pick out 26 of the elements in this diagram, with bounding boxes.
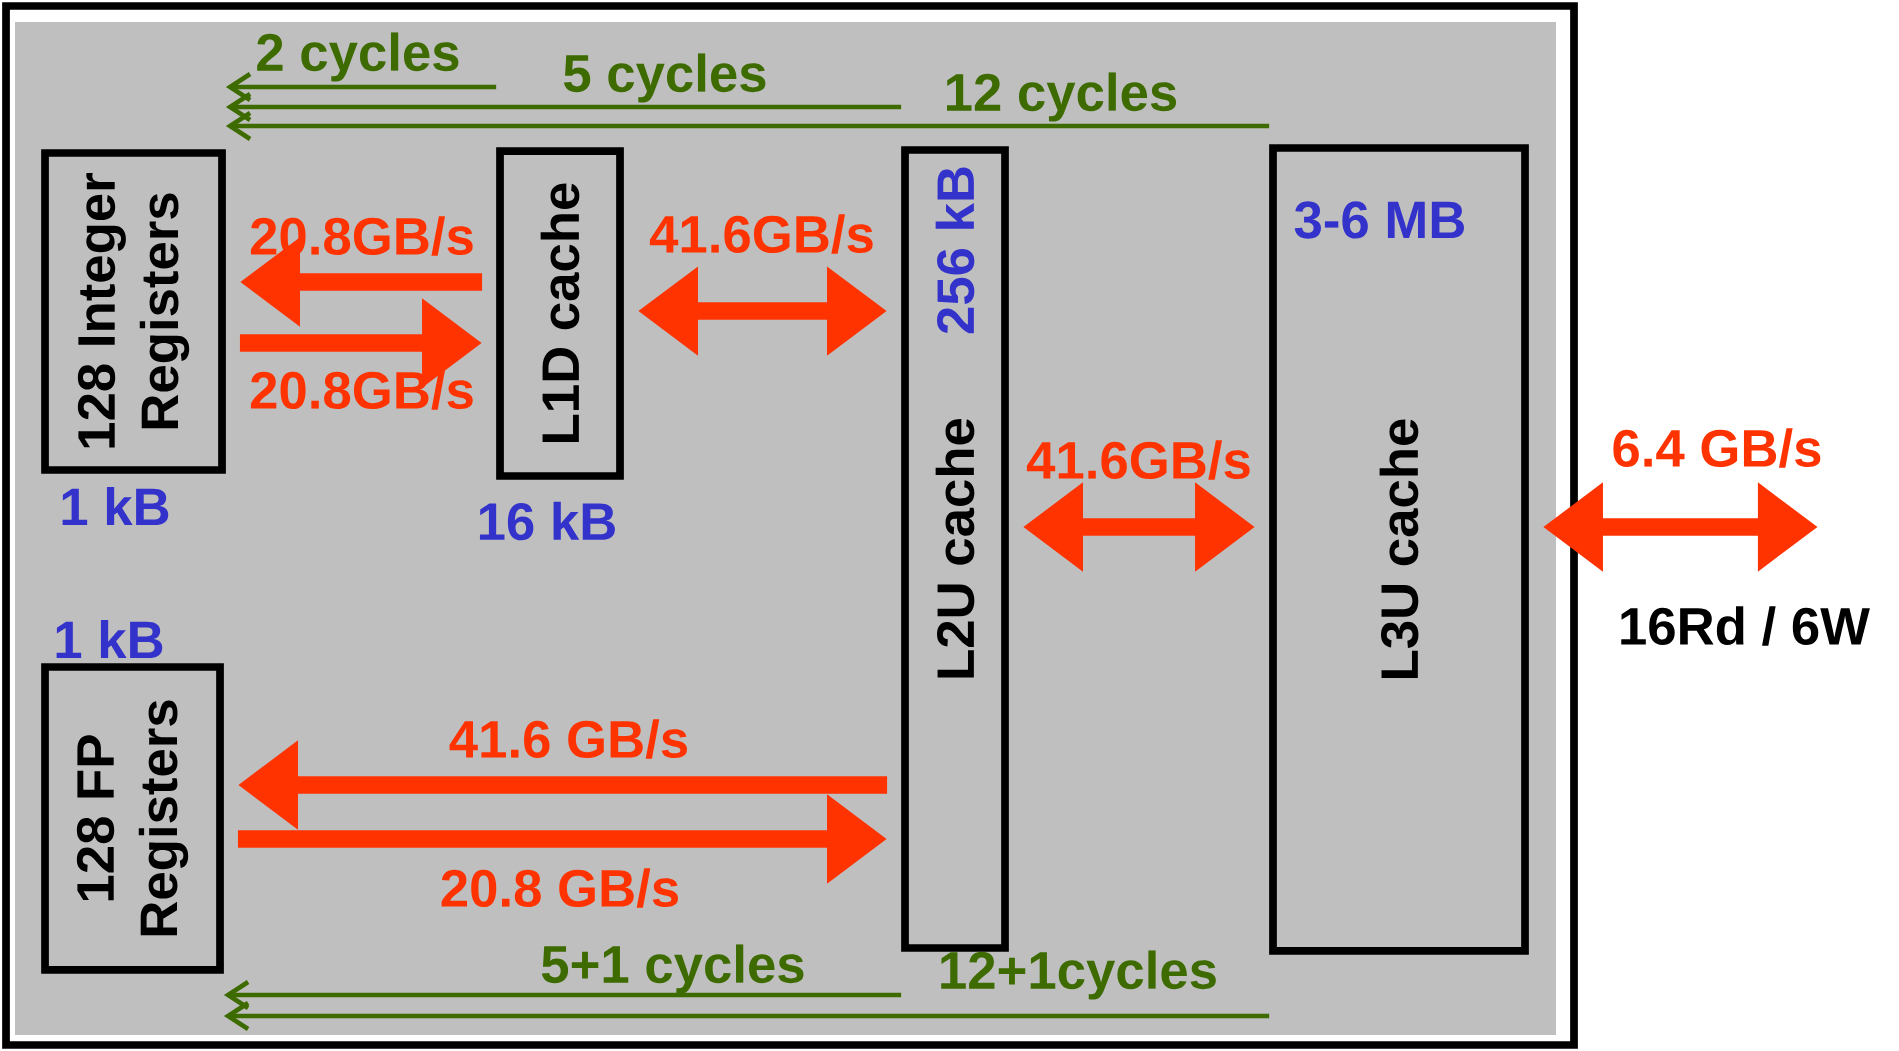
- arrow: [225, 92, 902, 122]
- cache-box: L1D cache: [496, 147, 624, 480]
- cache-box: 128 Integer Registers: [41, 149, 226, 474]
- edge-label: 20.8 GB/s: [441, 868, 678, 908]
- edge-label: 41.6GB/s: [1026, 440, 1250, 480]
- size-label: 256 kB: [935, 167, 975, 334]
- bandwidth-note: 16Rd / 6W: [1621, 606, 1870, 646]
- cache-box: 128 FP Registers: [41, 663, 224, 974]
- size-label: 16 kB: [479, 501, 615, 541]
- arrow: [223, 980, 902, 1010]
- size-label: 1 kB: [56, 619, 163, 659]
- edge-label: 41.6GB/s: [649, 214, 873, 254]
- edge-label: 20.8GB/s: [250, 216, 473, 256]
- edge-label: 12 cycles: [947, 72, 1177, 122]
- arrow: [223, 1001, 1270, 1031]
- edge-label: 2 cycles: [257, 32, 459, 82]
- edge-label: 5 cycles: [563, 53, 766, 103]
- arrow: [225, 111, 1270, 141]
- size-label: 3-6 MB: [1294, 201, 1464, 239]
- edge-label: 5+1 cycles: [541, 944, 804, 994]
- edge-label: 6.4 GB/s: [1613, 428, 1821, 468]
- edge-label: 20.8GB/s: [250, 370, 473, 410]
- edge-label: 12+1cycles: [941, 950, 1216, 1000]
- arrow: [225, 72, 497, 102]
- edge-label: 41.6 GB/s: [449, 719, 687, 759]
- size-label: 1 kB: [62, 486, 169, 526]
